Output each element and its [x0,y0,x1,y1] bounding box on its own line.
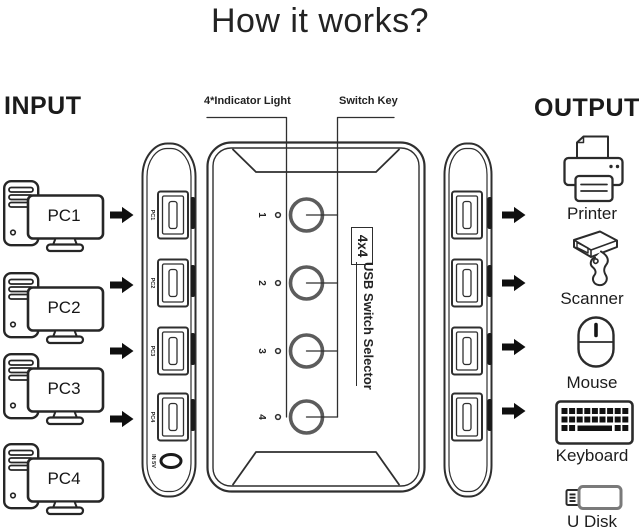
indicator-light-annotation: 4*Indicator Light [204,95,291,107]
device-name: USB Switch Selector [356,262,376,390]
pc2-computer-icon [3,272,105,345]
port-label-pc1: PC1 [149,209,155,221]
pc1-label: PC1 [47,206,81,225]
channel-number-2: 2 [256,280,267,286]
flow-arrows [110,206,526,428]
port-label-pc4: PC4 [149,411,155,423]
arrow-right-icon [502,274,526,292]
switch-body [206,116,426,493]
arrow-right-icon [502,402,526,420]
indicator-callout-line [206,116,288,418]
usb-c-power-port [159,453,183,469]
channel-number-1: 1 [256,212,267,218]
indicator-led-4 [274,413,282,421]
printer-icon [563,135,624,203]
pc3-label: PC3 [47,379,81,398]
usb-port-pc4 [157,392,189,442]
channel-number-3: 3 [256,348,267,354]
mouse-icon [577,316,615,368]
arrow-right-icon [110,342,134,360]
input-usb-ports [157,190,189,442]
switch-key-annotation: Switch Key [339,95,398,107]
usb-port-out-4 [451,392,483,442]
output-heading: OUTPUT [534,94,640,122]
panel-tabs [487,197,492,431]
switch-button-3 [274,333,339,369]
arrow-right-icon [502,206,526,224]
switch-button-1 [274,197,339,233]
scanner-label: Scanner [560,289,624,308]
indicator-led-3 [274,347,282,355]
arrow-right-icon [110,206,134,224]
switch-buttons [274,197,339,435]
usb-port-pc3 [157,326,189,376]
usb-port-pc2 [157,258,189,308]
input-heading: INPUT [4,92,82,120]
indicator-led-2 [274,279,282,287]
callout-lines [206,116,395,418]
page-title: How it works? [210,2,430,40]
switch-key-callout-line [336,116,395,418]
power-port-label: IN 5V [150,454,156,468]
udisk-label: U Disk [566,512,618,531]
channel-number-4: 4 [256,414,267,420]
pc2-label: PC2 [47,298,81,317]
pc3-computer-icon [3,353,105,426]
mouse-label: Mouse [566,373,618,392]
panel-tabs [190,197,195,431]
arrow-right-icon [110,276,134,294]
pc4-label: PC4 [47,469,81,488]
usb-flash-drive-icon [565,485,623,510]
switch-button-2 [274,265,339,301]
badge-4x4: 4x4 [351,227,373,265]
grip-top [232,148,400,173]
input-side-panel [141,142,197,498]
arrow-right-icon [502,338,526,356]
grip-bottom [232,451,400,486]
port-label-pc3: PC3 [149,345,155,357]
usb-port-out-3 [451,326,483,376]
usb-port-out-2 [451,258,483,308]
usb-port-out-1 [451,190,483,240]
switch-button-4 [274,399,339,435]
pc4-computer-icon [3,443,105,516]
keyboard-label: Keyboard [555,446,629,465]
output-icons [555,135,634,510]
indicator-led-1 [274,211,282,219]
keyboard-icon [555,400,634,445]
output-side-panel [443,142,493,498]
pc-icons [3,180,105,516]
usb-port-pc1 [157,190,189,240]
scanner-icon [573,230,618,287]
port-label-pc2: PC2 [149,277,155,289]
output-usb-ports [451,190,483,442]
arrow-right-icon [110,410,134,428]
printer-label: Printer [566,204,618,223]
pc1-computer-icon [3,180,105,253]
